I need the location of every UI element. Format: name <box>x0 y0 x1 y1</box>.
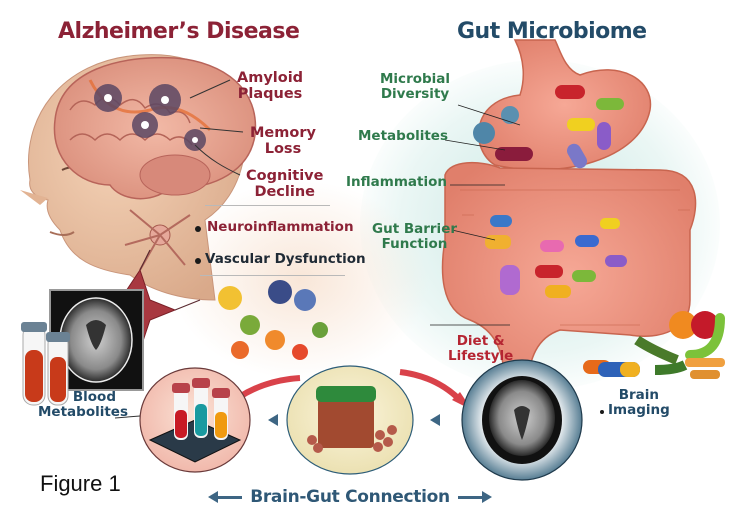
arrow-left-icon <box>208 490 243 503</box>
pointer-triangle-left <box>268 414 278 426</box>
brain-illustration <box>53 56 257 200</box>
label-blood-metabolites: Blood Metabolites <box>38 389 128 421</box>
blood-sample-circle <box>139 367 251 473</box>
brain-gut-connection-banner: Brain-Gut Connection <box>200 482 500 512</box>
brain-imaging-circle <box>461 359 583 481</box>
arrow-right-icon <box>457 490 492 503</box>
callout-gut-barrier-function: Gut Barrier Function <box>372 221 458 253</box>
divider <box>205 205 330 206</box>
label-line: Brain <box>618 387 660 403</box>
callout-line: Microbial <box>380 71 451 87</box>
bullet-dot <box>600 410 604 415</box>
bullet-dot <box>195 258 201 264</box>
neuron-illustration <box>124 209 191 271</box>
callout-line: Amyloid <box>237 70 304 86</box>
label-diet-lifestyle: Diet & Lifestyle <box>448 333 514 365</box>
connection-label: Brain-Gut Connection <box>250 487 450 507</box>
figure-label: Figure 1 <box>40 471 121 496</box>
callout-line: Function <box>381 236 448 253</box>
bullet-dot <box>195 226 201 232</box>
callout-memory-loss: Memory Loss <box>250 125 316 157</box>
callout-microbial-diversity: Microbial Diversity <box>380 71 451 103</box>
callout-metabolites: Metabolites <box>358 128 448 144</box>
callout-amyloid-plaques: Amyloid Plaques <box>237 70 303 102</box>
callout-line: Memory <box>250 125 316 141</box>
bullet-neuroinflammation: Neuroinflammation <box>207 219 354 235</box>
curved-arrow-right <box>399 369 463 403</box>
callout-cognitive-decline: Cognitive Decline <box>246 168 323 200</box>
label-line: Metabolites <box>38 404 128 421</box>
callout-line: Decline <box>254 184 316 201</box>
callout-inflammation: Inflammation <box>346 174 447 190</box>
pointer-triangle-right <box>430 414 440 426</box>
callout-line: Diversity <box>380 86 450 103</box>
label-line-wrap: Imaging <box>600 402 670 419</box>
alzheimers-title: Alzheimer’s Disease <box>58 19 300 44</box>
label-line: Blood <box>72 389 116 405</box>
callout-line: Plaques <box>237 86 303 103</box>
gut-microbiome-title: Gut Microbiome <box>457 19 647 44</box>
label-brain-imaging: Brain Imaging <box>600 387 670 419</box>
callout-line: Loss <box>264 141 302 158</box>
bullet-vascular-dysfunction: Vascular Dysfunction <box>205 251 366 267</box>
label-line: Imaging <box>608 402 670 419</box>
callout-line: Cognitive <box>246 168 324 184</box>
bacteria <box>473 85 627 298</box>
molecule-clusters <box>218 280 328 360</box>
divider <box>200 275 345 276</box>
amyloid-plaque-clusters <box>94 84 206 151</box>
blood-tubes <box>21 322 70 406</box>
gut-illustration <box>430 39 697 391</box>
callout-line: Gut Barrier <box>372 221 458 237</box>
label-line: Diet & <box>456 333 505 349</box>
probiotic-supplement-circle <box>286 365 414 475</box>
label-line: Lifestyle <box>448 348 514 365</box>
diet-food-illustration <box>583 311 725 379</box>
